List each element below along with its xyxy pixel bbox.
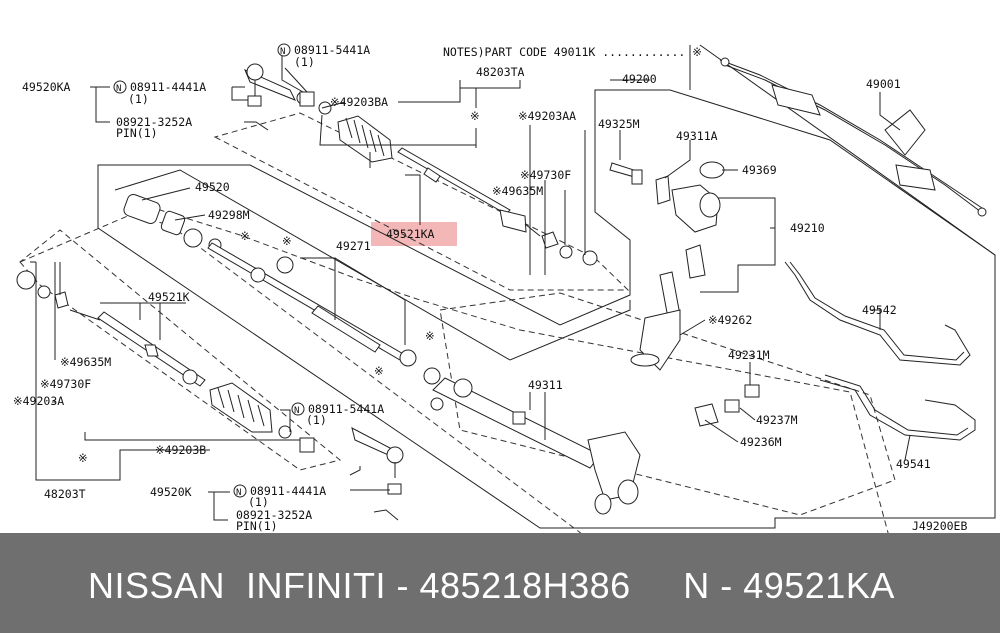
svg-text:※: ※ [425,329,435,343]
star-markers: ※ ※ ※ ※ ※ ※ [78,109,480,465]
bolt-49325M [609,162,643,185]
label-49203B: ※49203B [155,443,206,457]
boot-lower [209,382,292,439]
tie-rod-end-bottom [351,427,404,495]
svg-text:※: ※ [78,451,88,465]
label-49203A-left: ※49203A [13,394,64,408]
svg-text:※: ※ [240,229,250,243]
top-right-frame [689,44,996,256]
clamp-lower-left [16,270,69,309]
upper-boot-kit-outline [213,112,630,291]
label-49298M: 49298M [208,208,250,222]
svg-text:N: N [116,84,121,94]
label-49520K: 49520K [150,485,192,499]
svg-text:N: N [280,47,285,57]
clamp-upper-1 [559,245,573,259]
label-49730F-left: ※49730F [40,377,91,391]
bolt-49311A [655,175,671,205]
inner-tie-rod-lower [69,309,206,387]
nut-top [284,67,315,107]
svg-text:N: N [294,406,299,416]
label-49262: ※49262 [708,313,752,327]
label-49236M: 49236M [740,435,782,449]
steering-gear-assembly [719,57,987,217]
svg-text:※: ※ [374,364,384,378]
outer-assembly-outline [19,209,891,541]
lock-plate-upper [541,231,559,249]
inner-tie-rod-upper [397,147,541,237]
label-49311: 49311 [528,378,563,392]
pipe-49542-b [789,261,965,361]
pin-top [244,121,269,131]
label-49203BA: ※49203BA [330,95,388,109]
label-49521K: 49521K [148,290,190,304]
upper-kit-frame [114,169,631,361]
label-08911-4441A-top-qty: (1) [128,92,149,106]
label-08911-5441A-bottom-qty: (1) [306,413,327,427]
label-49203AA: ※49203AA [518,109,576,123]
highlight-49521KA [371,222,457,246]
pipe-49541 [819,379,976,441]
label-49635M-left: ※49635M [60,355,111,369]
pin-bottom [373,509,399,521]
rack-bushings [123,194,294,274]
n-markers: N N N N [113,43,305,498]
label-49271: 49271 [336,239,371,253]
svg-text:※: ※ [282,234,292,248]
label-08921-3252A-top: 08921-3252A [116,115,192,129]
label-48203T: 48203T [44,487,86,501]
label-08911-5441A-top: 08911-5441A [294,43,370,57]
label-49635M-top: ※49635M [492,184,543,198]
ref-code: J49200EB [912,519,967,533]
rack-frame [97,89,996,529]
labels: NOTES)PART CODE 49011K ............ ※ J4… [13,43,967,533]
label-08911-4441A-bottom: 08911-4441A [250,484,326,498]
pipe-49542 [784,261,971,366]
label-49521KA: 49521KA [386,227,435,241]
label-08911-5441A-top-qty: (1) [294,55,315,69]
rack-housing [423,367,641,515]
label-49237M: 49237M [756,413,798,427]
left-kit-outline [19,229,342,471]
rack-bar [207,242,417,367]
footer-bar [0,533,1000,633]
label-49520: 49520 [195,180,230,194]
svg-text:N: N [236,488,241,498]
label-49231M: 49231M [728,348,770,362]
clamp-upper-2 [582,250,598,266]
label-48203TA: 48203TA [476,65,525,79]
label-08911-4441A-bottom-qty: (1) [248,495,269,509]
pipe-49541-b [824,374,969,436]
notes-text: NOTES)PART CODE 49011K ............ ※ [443,45,702,59]
cap-49369 [699,161,725,179]
tie-rod-end-top [244,63,310,107]
label-08921-3252A-bottom: 08921-3252A [236,508,312,522]
leader-lines [30,56,911,521]
label-08911-5441A-bottom: 08911-5441A [308,402,384,416]
label-49200: 49200 [622,72,657,86]
label-08911-4441A-top: 08911-4441A [130,80,206,94]
adjuster-49231M [694,384,760,427]
footer-caption: NISSAN INFINITI - 485218H386 N - 49521KA [88,565,895,606]
label-49001: 49001 [866,77,901,91]
label-49541: 49541 [896,457,931,471]
pinion-valve [630,184,721,371]
label-49520KA-top: 49520KA [22,80,71,94]
svg-text:※: ※ [470,109,480,123]
boot-upper [318,101,393,163]
rack-housing-outline [439,292,896,516]
label-49369: 49369 [742,163,777,177]
label-49730F-top: ※49730F [520,168,571,182]
label-49325M: 49325M [598,117,640,131]
nut-bottom [299,437,315,453]
label-49210: 49210 [790,221,825,235]
label-49311A: 49311A [676,129,718,143]
label-pin-top: PIN(1) [116,126,158,140]
label-49542: 49542 [862,303,897,317]
label-pin-bottom: PIN(1) [236,519,278,533]
